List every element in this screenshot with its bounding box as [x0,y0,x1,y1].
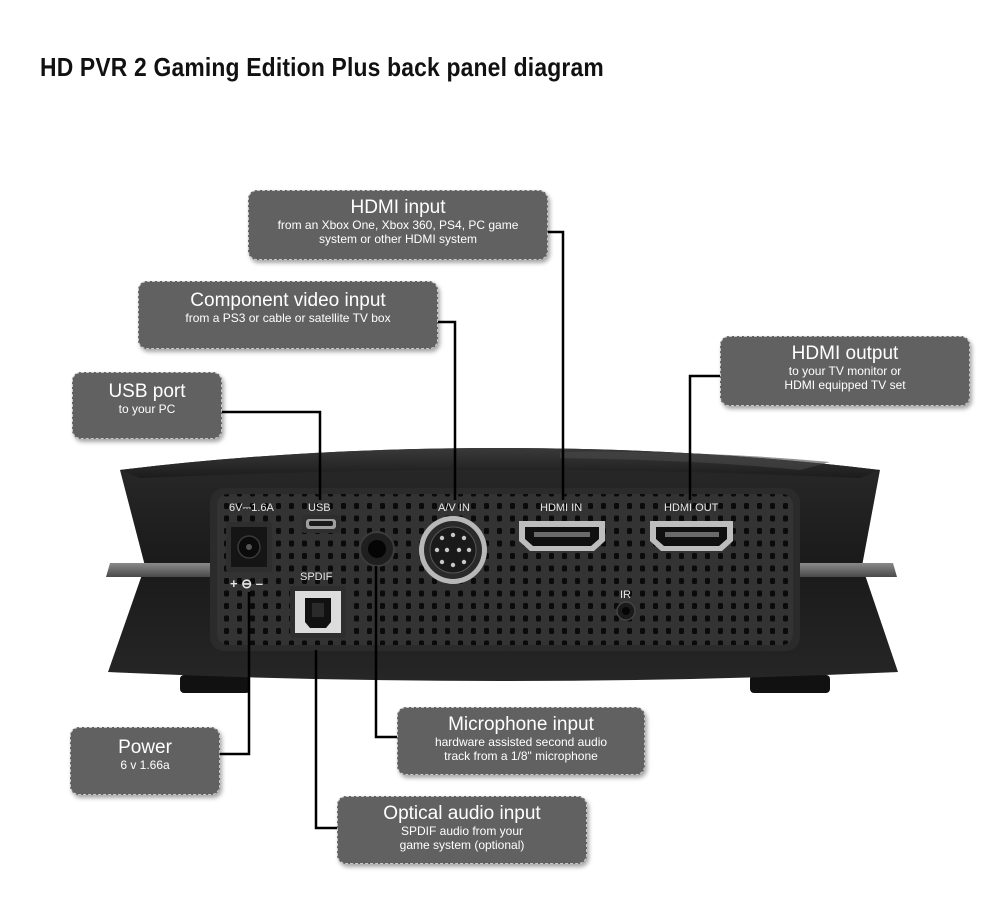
leader-hdmi-input [548,230,565,500]
callout-title: Power [118,737,172,758]
power-rating-label: 6V⎓1.6A [229,502,275,514]
callout-hdmi-output: HDMI output to your TV monitor or HDMI e… [720,336,970,406]
page-title: HD PVR 2 Gaming Edition Plus back panel … [40,52,604,82]
ir-label: IR [620,589,631,601]
spdif-label: SPDIF [300,571,333,583]
callout-title: USB port [108,381,186,402]
hdmi-out-label: HDMI OUT [664,502,719,514]
callout-title: Optical audio input [383,803,541,824]
leader-optical-audio [314,650,337,830]
callout-desc: from an Xbox One, Xbox 360, PS4, PC game… [277,218,519,246]
callout-optical-audio-input: Optical audio input SPDIF audio from you… [337,796,587,864]
callout-usb-port: USB port to your PC [72,372,222,439]
callout-desc: SPDIF audio from your game system (optio… [399,824,525,852]
callout-power: Power 6 v 1.66a [70,727,220,795]
callout-title: HDMI input [350,197,446,218]
callout-title: Microphone input [448,714,594,735]
leader-lines [220,230,721,830]
polarity-label: + ⊖ – [230,576,263,591]
callout-desc: 6 v 1.66a [120,758,170,772]
leader-component-video [438,320,457,500]
usb-label: USB [308,502,331,514]
leader-microphone [374,566,397,739]
leader-hdmi-output [688,374,721,500]
device-body [106,448,898,693]
leader-power [220,592,251,756]
callout-title: Component video input [190,290,386,311]
callout-desc: to your TV monitor or HDMI equipped TV s… [784,364,906,392]
leader-usb [222,410,322,500]
av-in-label: A/V IN [438,502,470,514]
callout-desc: hardware assisted second audio track fro… [434,735,608,763]
callout-title: HDMI output [791,343,899,364]
callout-microphone-input: Microphone input hardware assisted secon… [397,707,645,775]
panel-ports [226,515,733,638]
callout-desc: to your PC [118,402,176,416]
callout-component-video-input: Component video input from a PS3 or cabl… [138,281,438,349]
callout-desc: from a PS3 or cable or satellite TV box [185,311,391,325]
callout-hdmi-input: HDMI input from an Xbox One, Xbox 360, P… [248,190,548,260]
hdmi-in-label: HDMI IN [540,502,582,514]
